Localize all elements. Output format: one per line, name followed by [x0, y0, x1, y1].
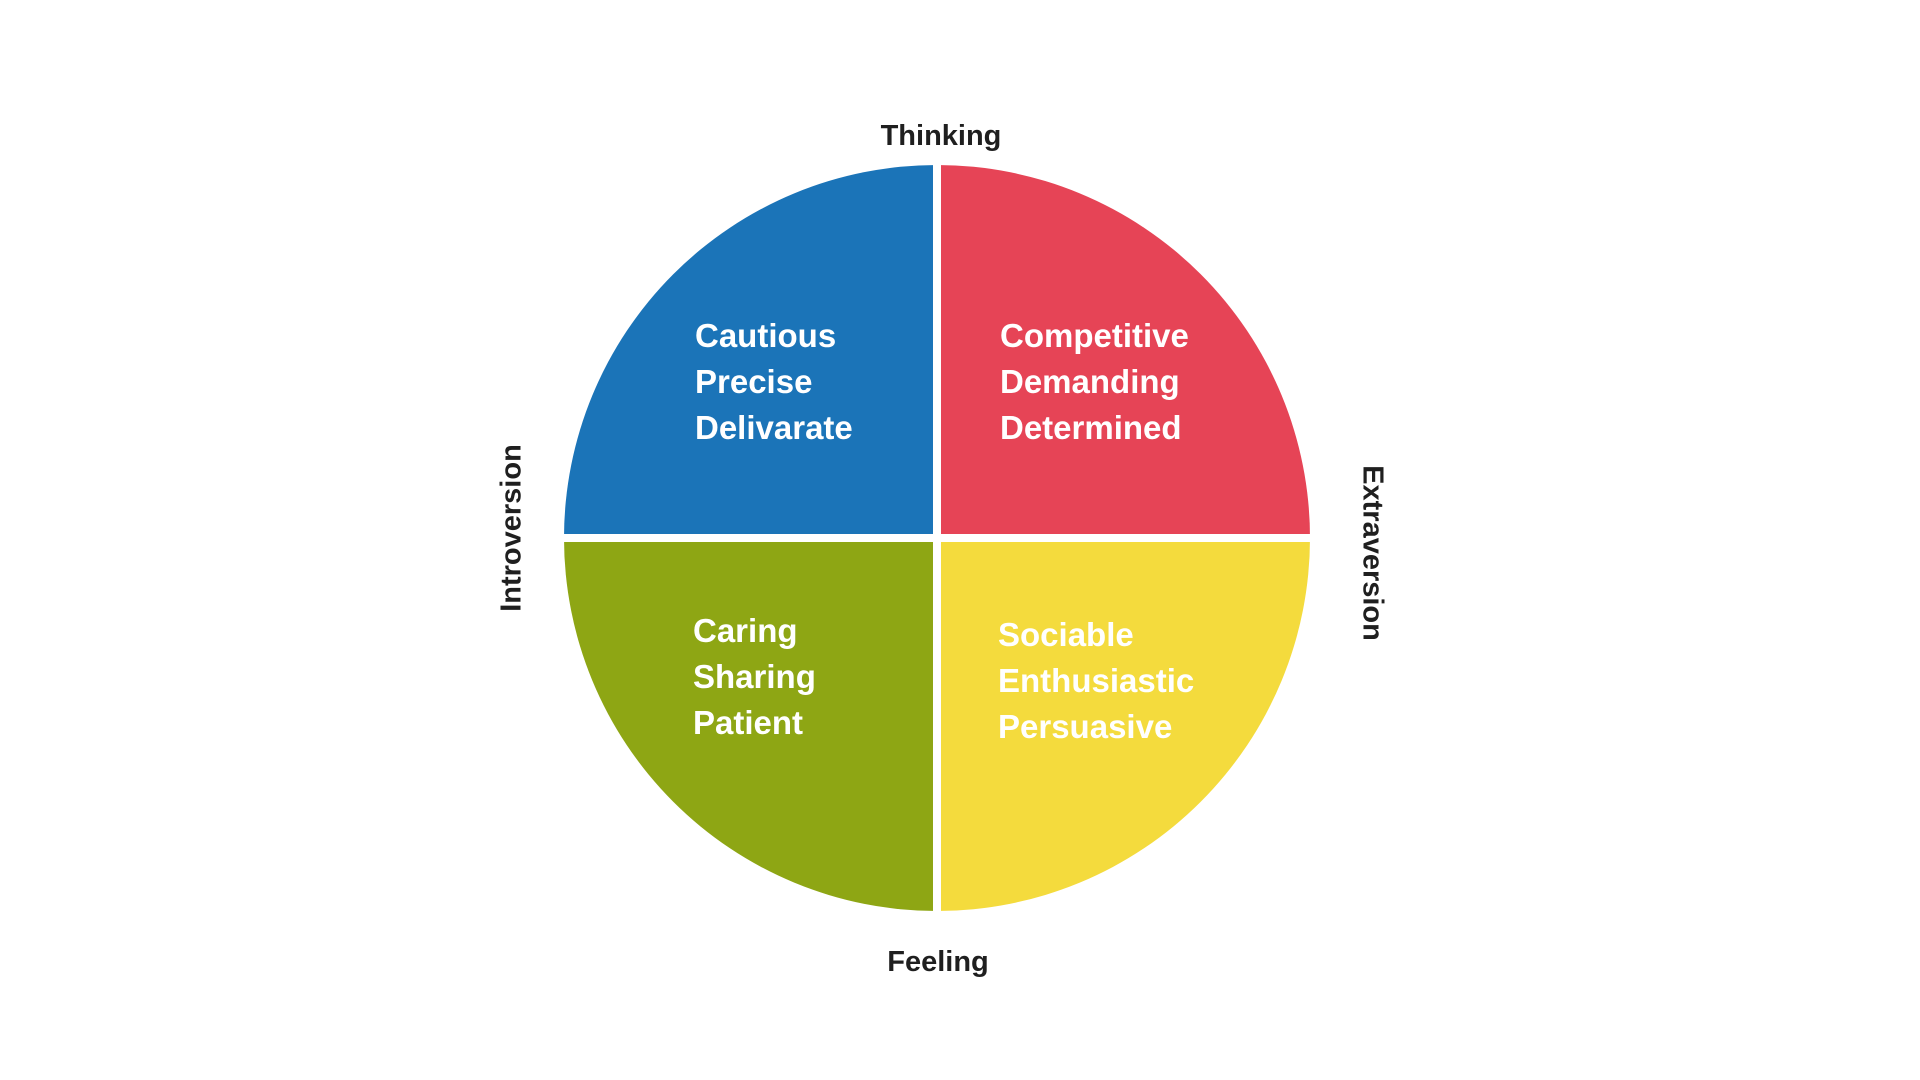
quadrant-bottom-left-feeling-introversion: Caring Sharing Patient — [564, 542, 933, 911]
axis-label-thinking: Thinking — [880, 120, 1002, 152]
trait-line: Enthusiastic — [998, 662, 1195, 699]
trait-list-top-left: Cautious Precise Delivarate — [695, 313, 853, 451]
quadrant-top-left-thinking-introversion: Cautious Precise Delivarate — [564, 165, 933, 534]
trait-line: Cautious — [695, 317, 837, 354]
trait-line: Caring — [693, 612, 798, 649]
quadrant-circle: Cautious Precise Delivarate Competitive … — [564, 165, 1310, 911]
trait-line: Determined — [1000, 409, 1182, 446]
trait-line: Competitive — [1000, 317, 1189, 354]
axis-label-extraversion: Extraversion — [1356, 465, 1389, 641]
quadrant-bottom-right-feeling-extraversion: Sociable Enthusiastic Persuasive — [941, 542, 1310, 911]
trait-line: Demanding — [1000, 363, 1180, 400]
trait-list-bottom-right: Sociable Enthusiastic Persuasive — [998, 612, 1194, 750]
trait-list-bottom-left: Caring Sharing Patient — [693, 608, 816, 746]
trait-line: Persuasive — [998, 708, 1173, 745]
axis-label-introversion: Introversion — [495, 444, 528, 612]
trait-line: Patient — [693, 704, 804, 741]
trait-line: Precise — [695, 363, 813, 400]
trait-list-top-right: Competitive Demanding Determined — [1000, 313, 1189, 451]
quadrant-top-right-thinking-extraversion: Competitive Demanding Determined — [941, 165, 1310, 534]
trait-line: Sharing — [693, 658, 816, 695]
trait-line: Delivarate — [695, 409, 853, 446]
axis-label-feeling: Feeling — [887, 946, 989, 978]
trait-line: Sociable — [998, 616, 1134, 653]
